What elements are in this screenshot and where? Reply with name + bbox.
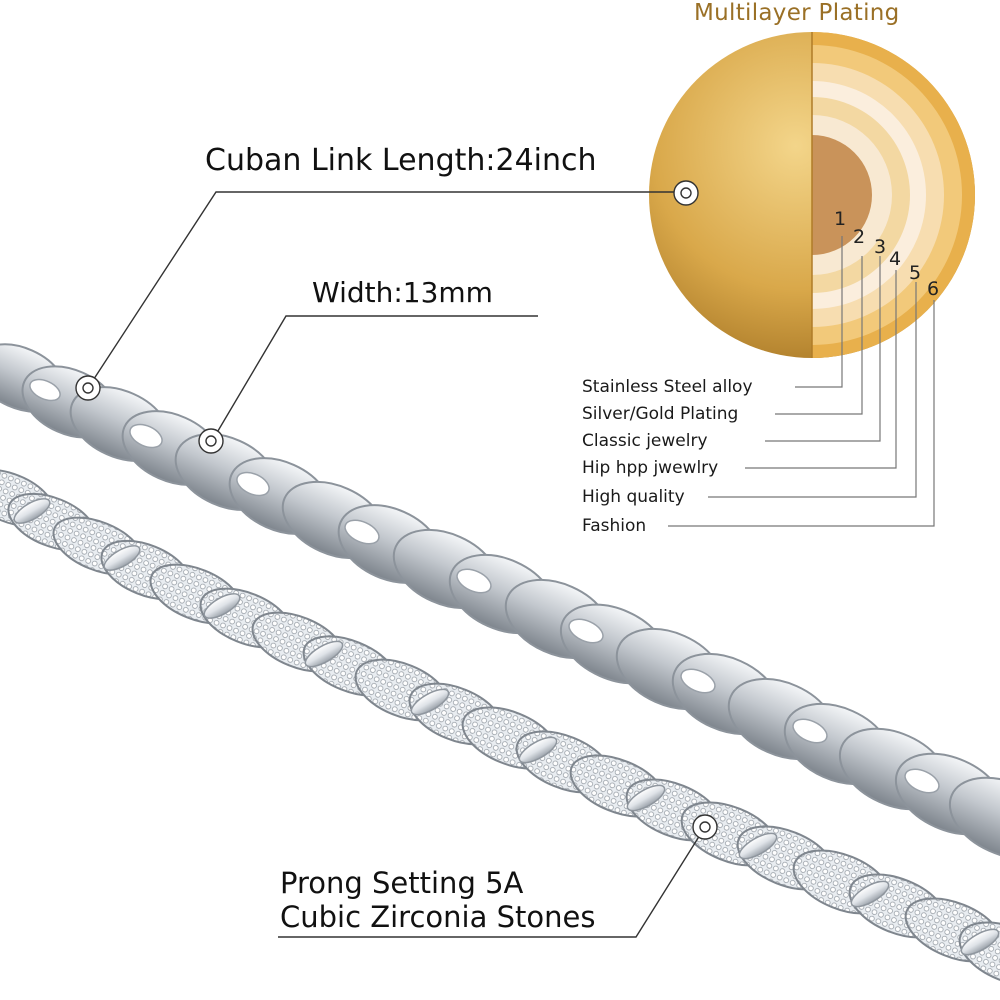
layer-label-2: Silver/Gold Plating — [582, 404, 739, 424]
layer-label-1: Stainless Steel alloy — [582, 377, 753, 397]
layer-label-3: Classic jewelry — [582, 431, 708, 451]
length-label: Cuban Link Length:24inch — [205, 143, 597, 178]
core-circle — [812, 135, 872, 255]
layer-label-4: Hip hpp jwewlry — [582, 458, 719, 478]
layer-number-5: 5 — [909, 262, 922, 284]
stones-leader-line — [278, 826, 706, 938]
width-label: Width:13mm — [312, 276, 493, 309]
layer-rings — [812, 32, 975, 358]
layer-number-4: 4 — [889, 248, 902, 270]
length-leader-line — [87, 191, 686, 389]
stones-label-line2: Cubic Zirconia Stones — [280, 900, 596, 934]
plating-title: Multilayer Plating — [694, 0, 900, 26]
layer-number-6: 6 — [927, 278, 940, 300]
layer-number-1: 1 — [834, 208, 847, 230]
plating-diagram — [649, 32, 975, 527]
layer-label-6: Fashion — [582, 516, 647, 536]
width-leader-line — [211, 315, 538, 442]
layer-number-2: 2 — [853, 226, 866, 248]
callout-lines — [87, 191, 706, 938]
layer-label-5: High quality — [582, 487, 685, 507]
stones-label-line1: Prong Setting 5A — [280, 866, 524, 900]
layer-number-3: 3 — [874, 236, 887, 258]
plain-cuban-chain — [0, 343, 1000, 860]
target-markers — [75, 180, 718, 840]
